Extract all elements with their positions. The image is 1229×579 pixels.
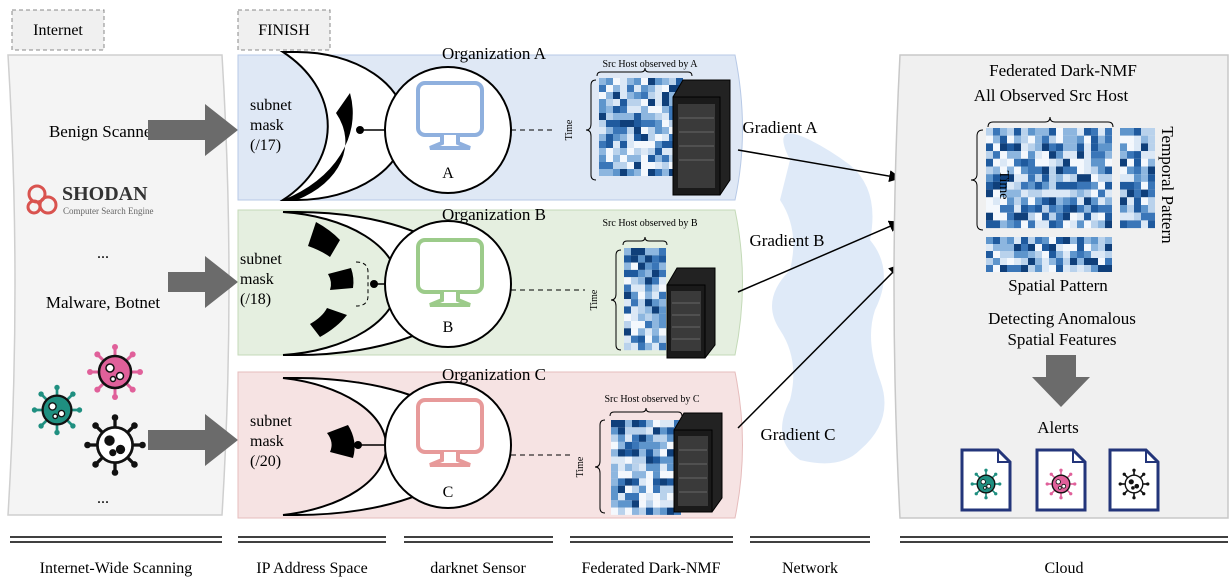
server-a-icon — [672, 79, 731, 196]
org-b-brace-top — [622, 236, 668, 246]
flow-arrow-a — [148, 104, 238, 156]
server-c-icon — [673, 412, 723, 513]
org-a-matrix — [599, 78, 683, 176]
alert-doc-teal-icon — [960, 448, 1012, 512]
internet-tag-label: Internet — [33, 22, 83, 39]
spatial-pattern-matrix — [986, 237, 1112, 272]
ellipsis-top: ... — [97, 245, 109, 262]
spatial-pattern-label: Spatial Pattern — [1008, 276, 1108, 295]
footer-federated-dark-nmf: Federated Dark-NMF — [581, 560, 720, 577]
org-b-bracket — [355, 261, 369, 307]
internet-tag: Internet — [11, 9, 105, 51]
shodan-logo-icon — [26, 184, 58, 215]
footer-darknet-sensor: darknet Sensor — [430, 560, 526, 577]
footer-dividers — [10, 536, 1228, 543]
monitor-a-icon — [416, 81, 484, 150]
org-a-subnet-line2: mask — [250, 117, 284, 134]
sensor-b: B — [384, 220, 512, 348]
benign-scanner-label: Benign Scanner — [49, 122, 157, 141]
org-a-subnet-prefix: (/17) — [250, 137, 281, 154]
temporal-pattern-label: Temporal Pattern — [1158, 126, 1177, 244]
org-c-subnet-line2: mask — [250, 433, 284, 450]
cloud-title: Federated Dark-NMF — [989, 61, 1137, 80]
virus-black-icon — [84, 414, 146, 476]
org-c-subnet-prefix: (/20) — [250, 453, 281, 470]
sensor-c-label: C — [443, 484, 454, 501]
org-a-time-label: Time — [564, 119, 575, 140]
detecting-line1: Detecting Anomalous — [988, 309, 1136, 328]
org-a-brace-top — [596, 67, 693, 77]
org-a-title: Organization A — [442, 44, 547, 63]
cloud-time-label: Time — [996, 170, 1011, 199]
org-a-src-host-label: Src Host observed by A — [603, 59, 699, 70]
global-matrix — [986, 128, 1112, 229]
footer-network: Network — [782, 560, 838, 577]
org-b-subnet-line1: subnet — [240, 251, 282, 268]
alerts-label: Alerts — [1037, 418, 1079, 437]
virus-teal-icon — [31, 384, 83, 436]
monitor-c-icon — [416, 398, 484, 467]
org-c-time-label: Time — [575, 456, 586, 477]
down-arrow-icon — [1032, 355, 1090, 407]
org-b-matrix — [624, 248, 666, 351]
gradient-b-arrow — [737, 220, 902, 293]
server-b-icon — [666, 267, 716, 359]
cloud-brace-top — [987, 116, 1114, 128]
gradient-a-arrow — [737, 149, 902, 183]
sensor-b-label: B — [443, 319, 454, 336]
sensor-c: C — [384, 381, 512, 509]
flow-arrow-b — [168, 256, 238, 308]
gradient-b-label: Gradient B — [749, 231, 824, 250]
alert-doc-pink-icon — [1035, 448, 1087, 512]
org-b-brace-left — [610, 249, 622, 351]
org-a-brace-left — [585, 79, 597, 181]
footer-internet-wide-scanning: Internet-Wide Scanning — [40, 560, 193, 577]
sensor-a: A — [384, 66, 512, 194]
footer-cloud: Cloud — [1044, 560, 1083, 577]
monitor-b-icon — [416, 238, 484, 307]
cloud-brace-left — [970, 129, 984, 231]
shodan-logo: SHODAN Computer Search Engine — [26, 183, 153, 216]
org-b-time-label: Time — [589, 289, 600, 310]
finish-tag-label: FINISH — [258, 22, 310, 39]
alert-doc-black-icon — [1108, 448, 1160, 512]
org-b-subnet-prefix: (/18) — [240, 291, 271, 308]
org-a-subnet-line1: subnet — [250, 97, 292, 114]
org-b-title: Organization B — [442, 205, 546, 224]
network-cloud — [772, 133, 885, 464]
footer-ip-address-space: IP Address Space — [256, 560, 367, 577]
virus-pink-icon — [87, 344, 143, 400]
finish-tag: FINISH — [237, 9, 331, 51]
gradient-a-label: Gradient A — [742, 118, 818, 137]
sensor-a-label: A — [442, 165, 454, 182]
all-observed-label: All Observed Src Host — [974, 86, 1129, 105]
org-c-title: Organization C — [442, 365, 546, 384]
org-b-subnet-line2: mask — [240, 271, 274, 288]
shodan-name: SHODAN — [62, 183, 148, 205]
shodan-tagline: Computer Search Engine — [63, 206, 153, 216]
gradient-c-label: Gradient C — [760, 425, 835, 444]
org-b-src-host-label: Src Host observed by B — [603, 218, 698, 229]
org-c-matrix — [611, 420, 681, 515]
temporal-pattern-matrix — [1120, 128, 1155, 229]
org-c-subnet-line1: subnet — [250, 413, 292, 430]
subnet-ring-a — [279, 51, 407, 201]
org-c-src-host-label: Src Host observed by C — [605, 394, 700, 405]
org-c-brace-left — [594, 419, 606, 514]
gradient-c-arrow — [737, 264, 901, 429]
malware-botnet-label: Malware, Botnet — [46, 293, 161, 312]
ellipsis-bottom: ... — [97, 490, 109, 507]
detecting-line2: Spatial Features — [1007, 330, 1116, 349]
flow-arrow-c — [148, 414, 238, 466]
org-c-brace-top — [609, 407, 683, 417]
